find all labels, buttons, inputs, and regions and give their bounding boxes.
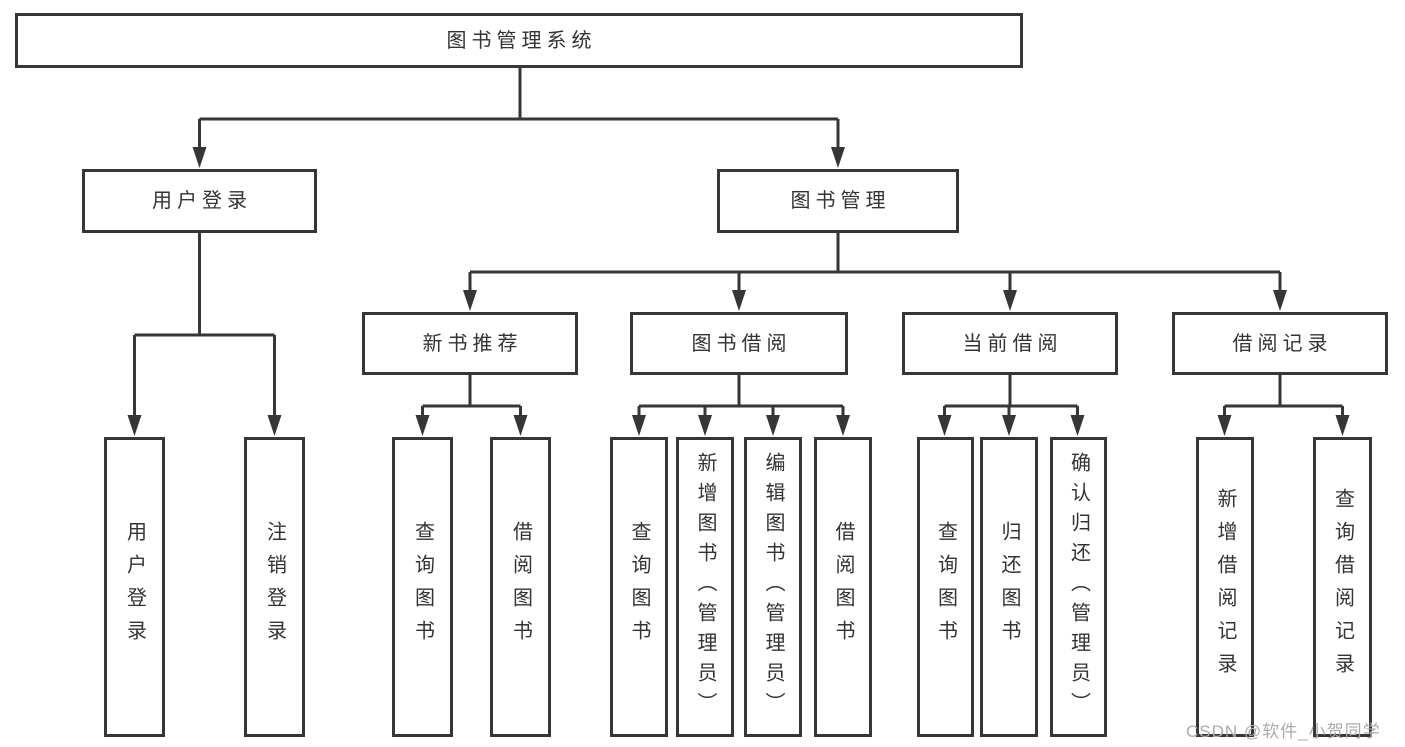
arrowhead	[1070, 415, 1085, 436]
arrowhead	[766, 415, 780, 436]
arrowhead	[732, 290, 746, 311]
leaf-query-borrow-record-label: 查询借阅记录	[1331, 488, 1354, 686]
node-root: 图书管理系统	[15, 13, 1023, 68]
connector-user-login-branch	[127, 233, 282, 436]
arrowhead	[192, 147, 207, 168]
arrowhead	[1335, 415, 1350, 436]
leaf-logout: 注销登录	[244, 437, 305, 737]
node-borrow-records: 借阅记录	[1172, 312, 1388, 375]
arrowhead	[1273, 290, 1287, 311]
connector-book-borrow-branch	[632, 375, 850, 436]
arrowhead	[937, 415, 952, 436]
arrowhead	[1002, 415, 1016, 436]
leaf-borrow-books-1-label: 借阅图书	[509, 521, 532, 653]
arrowhead	[463, 290, 477, 311]
leaf-borrow-books-2-label: 借阅图书	[832, 521, 854, 653]
arrowhead	[632, 415, 646, 436]
node-book-mgmt-label: 图书管理	[790, 190, 891, 212]
leaf-query-books-3-label: 查询图书	[934, 521, 957, 653]
leaf-add-books-admin-label: 新增图书（管理员）	[694, 452, 716, 722]
connector-current-borrow-branch	[937, 375, 1085, 436]
leaf-user-login-label: 用户登录	[123, 521, 146, 653]
leaf-query-books-2: 查询图书	[610, 437, 668, 737]
node-user-login: 用户登录	[82, 169, 317, 233]
node-book-borrow-label: 图书借阅	[691, 332, 792, 355]
connector-book-mgmt-branch	[463, 233, 1287, 311]
leaf-query-books-3: 查询图书	[917, 437, 974, 737]
node-root-label: 图书管理系统	[446, 29, 597, 52]
leaf-return-books-label: 归还图书	[998, 521, 1020, 653]
leaf-query-books-1: 查询图书	[392, 437, 453, 737]
arrowhead	[1003, 290, 1017, 311]
arrowhead	[415, 415, 430, 436]
leaf-confirm-return-admin-label: 确认归还（管理员）	[1067, 452, 1090, 722]
leaf-query-books-1-label: 查询图书	[411, 521, 434, 653]
connector-new-book-rec-branch	[415, 375, 528, 436]
csdn-watermark: CSDN @软件_小贺同学	[1186, 722, 1381, 741]
leaf-edit-books-admin-label: 编辑图书（管理员）	[762, 452, 784, 722]
node-borrow-records-label: 借阅记录	[1232, 332, 1333, 355]
node-new-book-rec-label: 新书推荐	[422, 332, 523, 355]
node-new-book-rec: 新书推荐	[362, 312, 578, 375]
leaf-return-books: 归还图书	[980, 437, 1038, 737]
arrowhead	[267, 415, 282, 436]
leaf-borrow-books-1: 借阅图书	[490, 437, 551, 737]
leaf-user-login: 用户登录	[104, 437, 165, 737]
leaf-add-borrow-record-label: 新增借阅记录	[1214, 488, 1236, 686]
leaf-logout-label: 注销登录	[263, 521, 286, 653]
arrowhead	[513, 415, 528, 436]
leaf-add-borrow-record: 新增借阅记录	[1196, 437, 1254, 737]
leaf-confirm-return-admin: 确认归还（管理员）	[1050, 437, 1107, 737]
leaf-add-books-admin: 新增图书（管理员）	[676, 437, 734, 737]
arrowhead	[698, 415, 712, 436]
connector-borrow-records-branch	[1217, 375, 1350, 436]
connector-root-branch	[192, 68, 845, 168]
arrowhead	[831, 147, 845, 168]
node-book-mgmt: 图书管理	[717, 169, 959, 233]
arrowhead	[127, 415, 142, 436]
node-user-login-label: 用户登录	[152, 190, 252, 212]
node-book-borrow: 图书借阅	[630, 312, 848, 375]
arrowhead	[836, 415, 850, 436]
node-current-borrow-label: 当前借阅	[962, 332, 1063, 355]
leaf-borrow-books-2: 借阅图书	[814, 437, 872, 737]
leaf-query-books-2-label: 查询图书	[628, 521, 650, 653]
node-current-borrow: 当前借阅	[902, 312, 1118, 375]
leaf-query-borrow-record: 查询借阅记录	[1313, 437, 1372, 737]
leaf-edit-books-admin: 编辑图书（管理员）	[744, 437, 802, 737]
arrowhead	[1217, 415, 1232, 436]
